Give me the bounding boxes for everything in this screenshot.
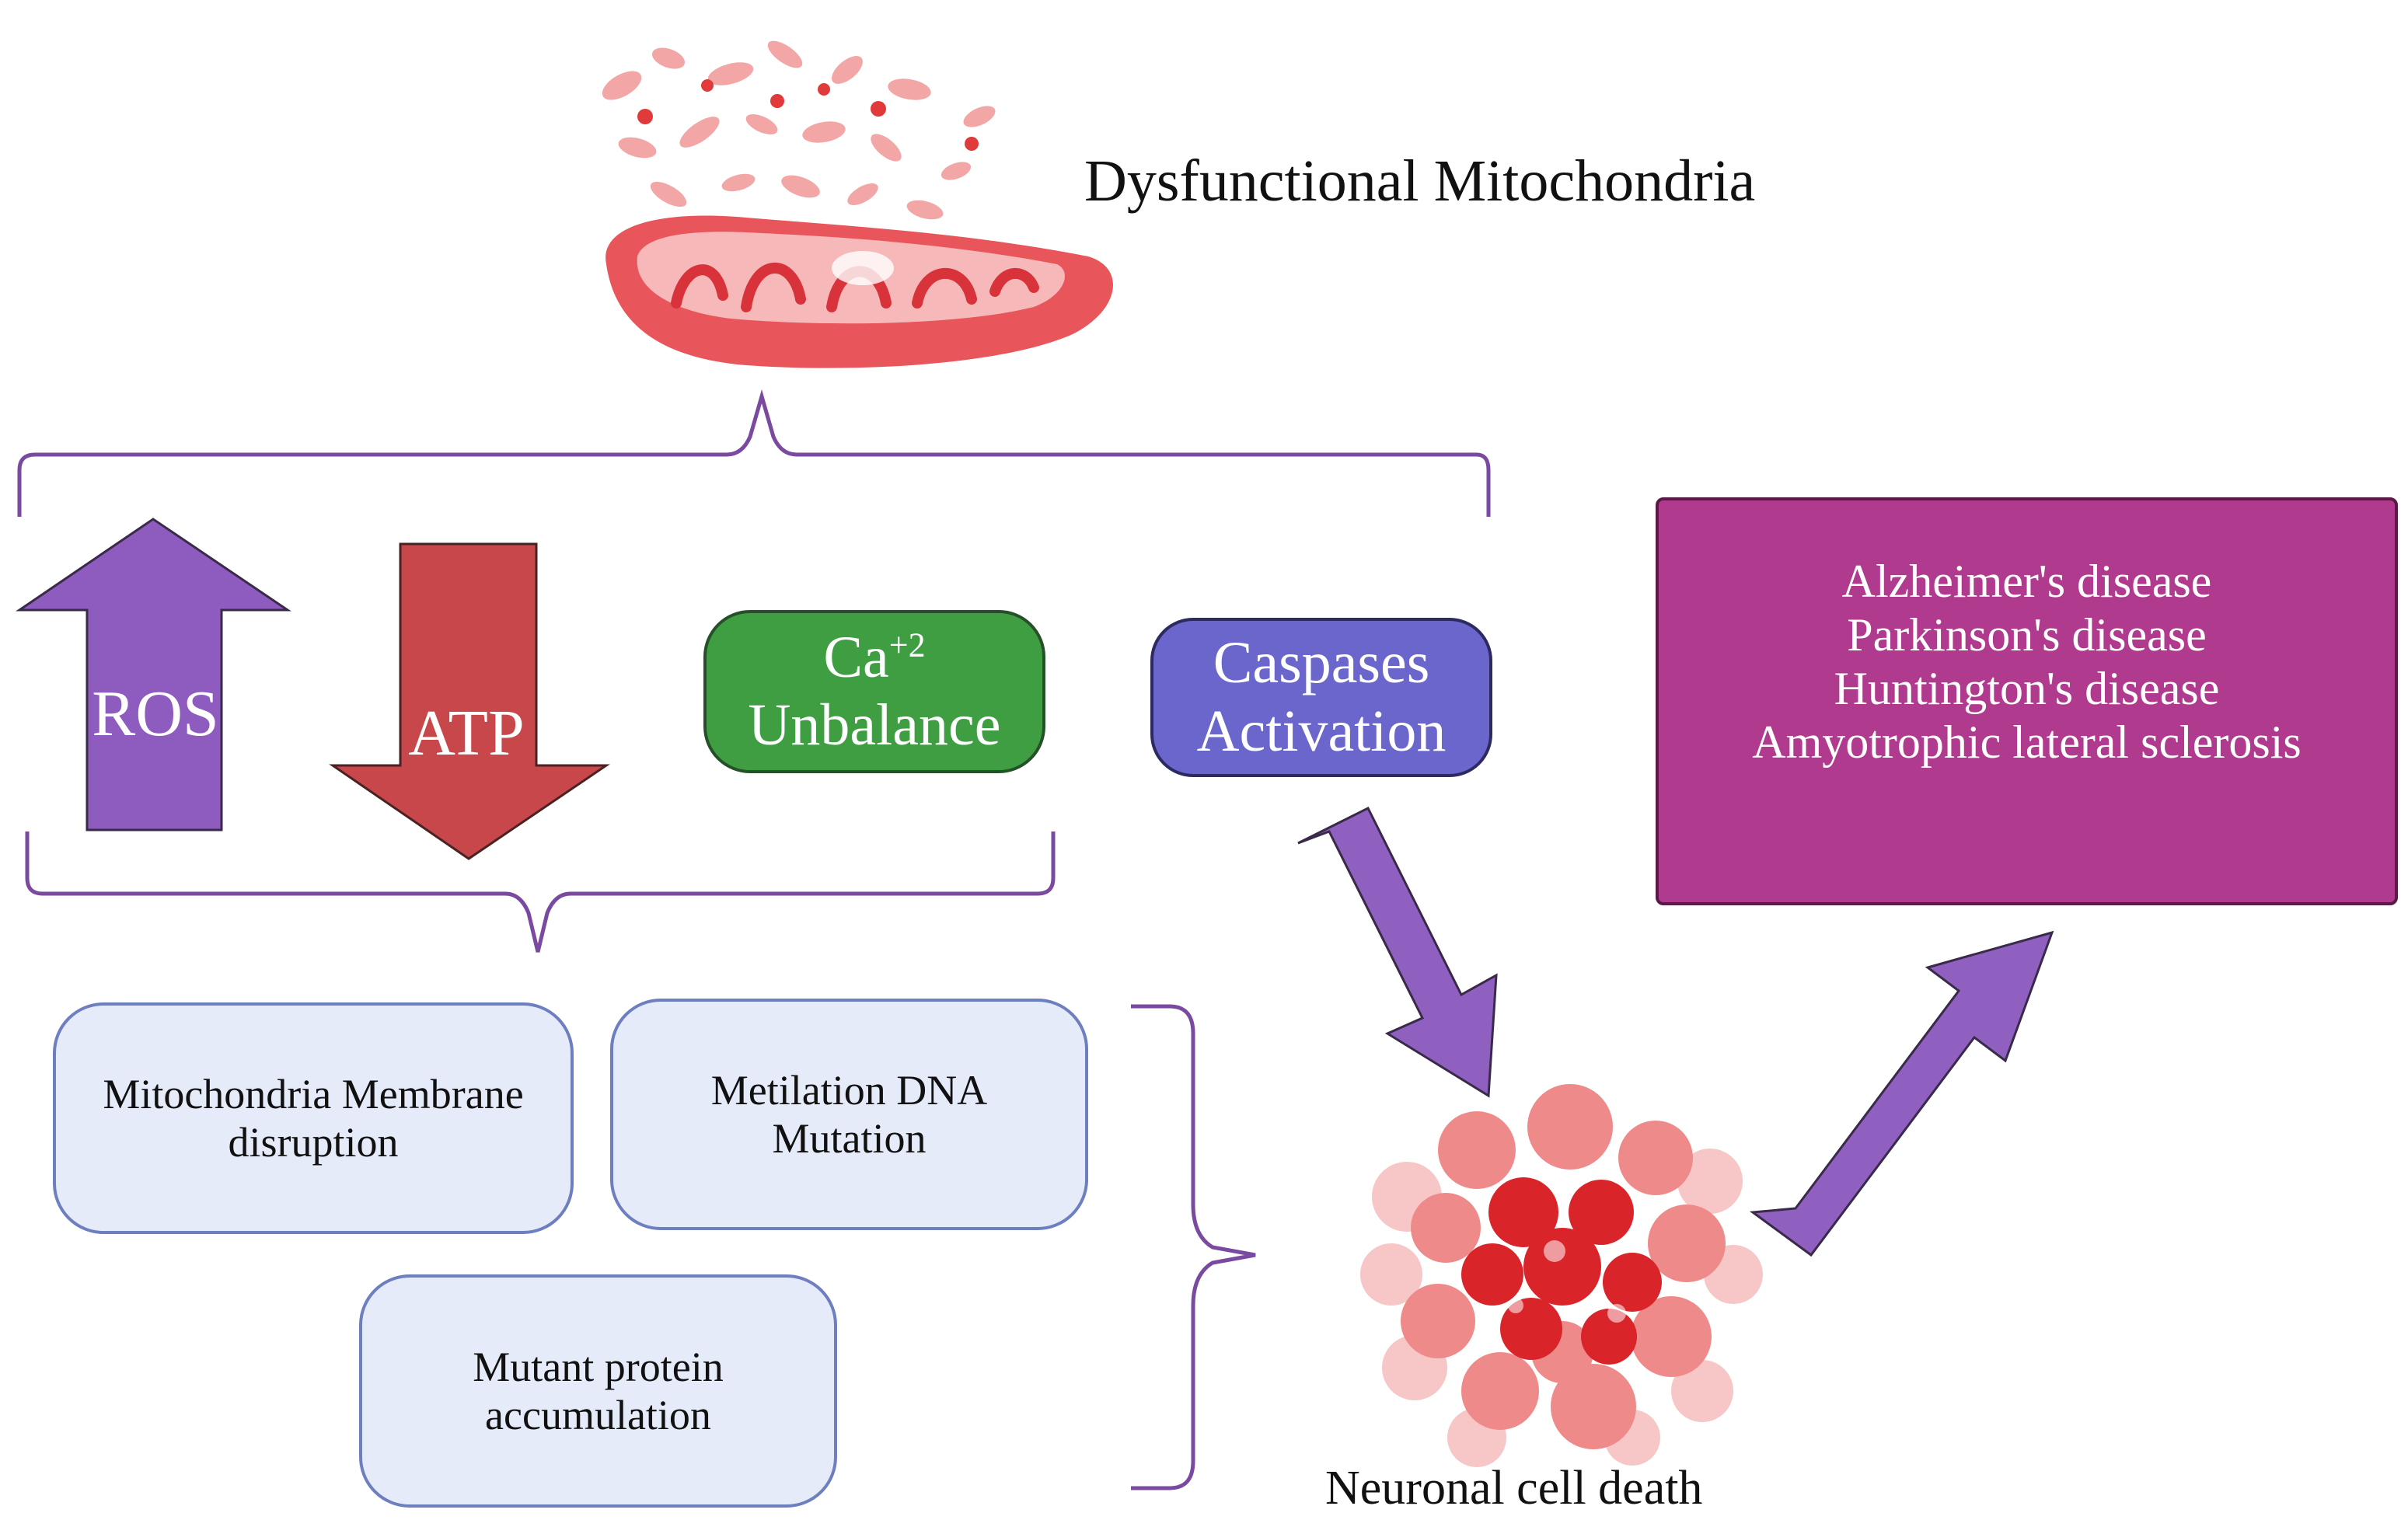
caspases-line1: Caspases [1213, 630, 1430, 696]
consequence-dna-line2: Mutation [772, 1115, 927, 1162]
neuronal-cell-death-label: Neuronal cell death [1325, 1462, 1703, 1515]
calcium-symbol: Ca [823, 624, 889, 690]
bottom-brace [25, 831, 1056, 953]
mitochondria-illustration [602, 40, 1114, 368]
consequence-box-protein: Mutant protein accumulation [359, 1274, 837, 1508]
consequence-membrane-line1: Mitochondria Membrane [103, 1070, 524, 1117]
consequence-box-membrane: Mitochondria Membrane disruption [53, 1002, 574, 1234]
atp-down-arrow [329, 542, 610, 860]
disease-list-box: Alzheimer's disease Parkinson's disease … [1656, 497, 2398, 905]
mitochondria-fragments [602, 40, 996, 220]
consequence-brace [1131, 1004, 1256, 1490]
calcium-unbalance-box: Ca+2 Unbalance [703, 610, 1045, 773]
calcium-line1: Ca+2 [823, 624, 925, 692]
cell-debris-mid [1401, 1084, 1726, 1449]
top-brace [17, 389, 1491, 517]
atp-label: ATP [408, 697, 525, 769]
mitochondria-dark-fragments [637, 79, 979, 151]
ros-label: ROS [92, 678, 219, 750]
diagram-title: Dysfunctional Mitochondria [1084, 148, 1756, 214]
arrow-to-diseases [1749, 930, 2054, 1257]
calcium-charge: +2 [888, 626, 926, 664]
mitochondria-cristae [671, 263, 1039, 312]
caspases-line2: Activation [1196, 698, 1447, 764]
cell-debris-highlights [1508, 1240, 1626, 1323]
disease-item: Alzheimer's disease [1841, 556, 2212, 607]
consequence-dna-line1: Metilation DNA [710, 1066, 988, 1114]
ros-up-arrow [16, 518, 291, 831]
calcium-line2: Unbalance [748, 692, 1001, 758]
caspases-activation-box: Caspases Activation [1150, 618, 1492, 777]
disease-item: Amyotrophic lateral sclerosis [1752, 716, 2302, 768]
consequence-protein-line1: Mutant protein [473, 1343, 724, 1390]
consequence-box-dna: Metilation DNA Mutation [610, 999, 1088, 1230]
consequence-membrane-line2: disruption [228, 1119, 399, 1166]
neuronal-cell-death-illustration [1360, 1084, 1763, 1467]
disease-item: Parkinson's disease [1847, 609, 2207, 661]
disease-item: Huntington's disease [1834, 663, 2220, 714]
arrow-to-cell-death [1297, 806, 1498, 1098]
mitochondria-vesicle [832, 251, 894, 285]
consequence-protein-line2: accumulation [485, 1392, 711, 1438]
